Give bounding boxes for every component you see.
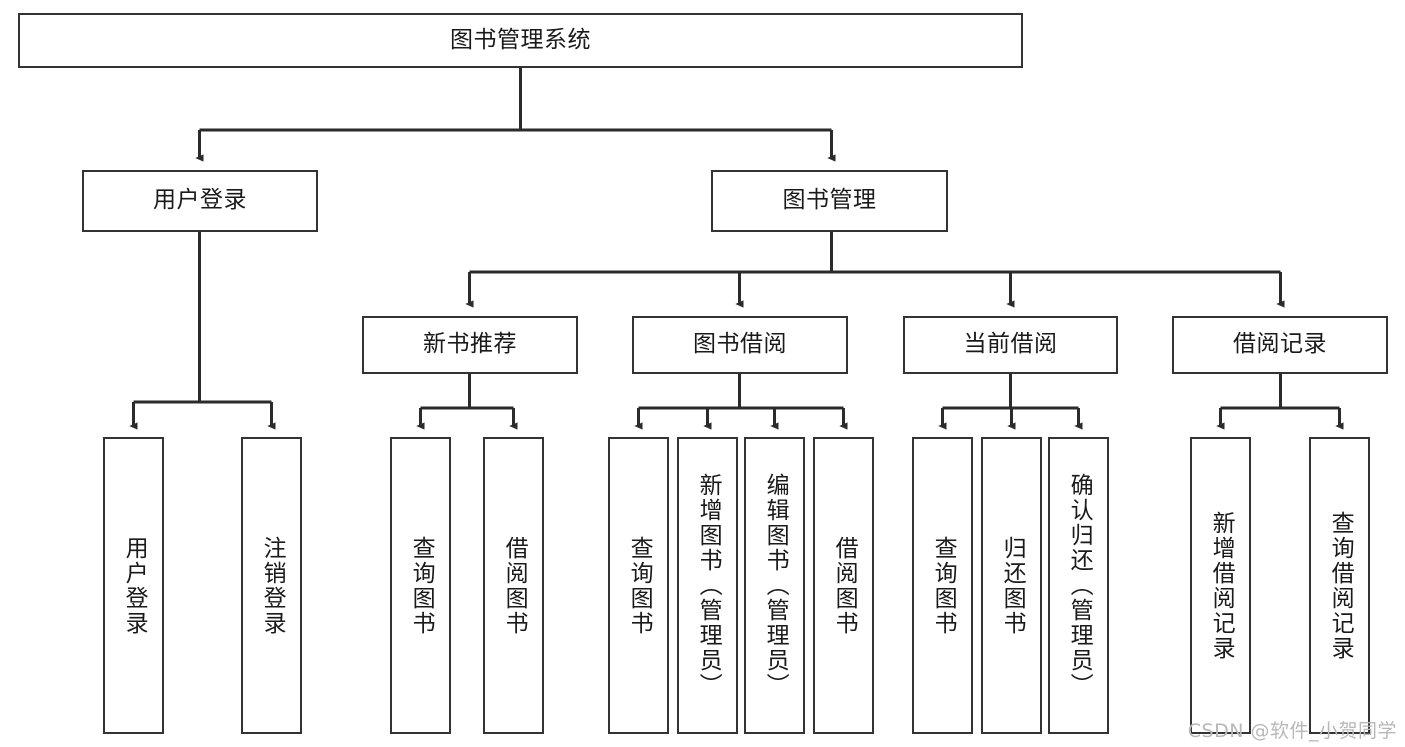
- node-leaf-add-borrow-record-label: 新增借阅记录: [1208, 510, 1235, 661]
- node-leaf-add-borrow-record[interactable]: 新增借阅记录: [1190, 437, 1251, 734]
- node-book-manage-label: 图书管理: [782, 187, 877, 214]
- node-new-book-recommend-label: 新书推荐: [423, 331, 517, 358]
- node-borrow-record[interactable]: 借阅记录: [1172, 316, 1388, 374]
- node-leaf-return-book-label: 归还图书: [999, 535, 1026, 636]
- node-leaf-logout-label: 注销登录: [259, 535, 286, 636]
- node-current-borrow[interactable]: 当前借阅: [903, 316, 1118, 374]
- node-new-book-recommend[interactable]: 新书推荐: [362, 316, 578, 374]
- node-leaf-borrow-book-rec-label: 借阅图书: [501, 535, 528, 636]
- node-leaf-query-book-current[interactable]: 查询图书: [912, 437, 973, 734]
- node-leaf-user-login-label: 用户登录: [121, 535, 148, 636]
- node-borrow-record-label: 借阅记录: [1233, 331, 1327, 358]
- node-root[interactable]: 图书管理系统: [18, 13, 1023, 68]
- node-leaf-borrow-book-label: 借阅图书: [831, 535, 858, 636]
- node-leaf-add-book-admin[interactable]: 新增图书（管理员）: [677, 437, 738, 734]
- node-leaf-borrow-book-rec[interactable]: 借阅图书: [483, 437, 544, 734]
- node-leaf-query-book-current-label: 查询图书: [930, 535, 957, 636]
- node-leaf-add-book-admin-label: 新增图书（管理员）: [695, 473, 722, 698]
- node-leaf-edit-book-admin-label: 编辑图书（管理员）: [762, 473, 789, 698]
- node-leaf-logout[interactable]: 注销登录: [241, 437, 302, 734]
- node-leaf-return-book[interactable]: 归还图书: [981, 437, 1042, 734]
- node-user-login[interactable]: 用户登录: [82, 170, 318, 232]
- node-leaf-confirm-return-admin[interactable]: 确认归还（管理员）: [1048, 437, 1109, 734]
- node-current-borrow-label: 当前借阅: [963, 331, 1058, 358]
- node-leaf-query-book-borrow[interactable]: 查询图书: [608, 437, 669, 734]
- node-book-manage[interactable]: 图书管理: [711, 170, 948, 232]
- node-leaf-query-borrow-record-label: 查询借阅记录: [1327, 510, 1354, 661]
- node-user-login-label: 用户登录: [153, 187, 247, 214]
- node-leaf-query-book-rec[interactable]: 查询图书: [390, 437, 451, 734]
- node-leaf-confirm-return-admin-label: 确认归还（管理员）: [1066, 473, 1093, 698]
- node-leaf-edit-book-admin[interactable]: 编辑图书（管理员）: [744, 437, 805, 734]
- node-leaf-query-book-rec-label: 查询图书: [408, 535, 435, 636]
- node-leaf-user-login[interactable]: 用户登录: [103, 437, 164, 734]
- node-book-borrow[interactable]: 图书借阅: [632, 316, 848, 374]
- node-leaf-borrow-book[interactable]: 借阅图书: [813, 437, 874, 734]
- node-root-label: 图书管理系统: [450, 26, 591, 53]
- csdn-watermark: CSDN @软件_小贺同学: [1187, 720, 1397, 742]
- node-leaf-query-borrow-record[interactable]: 查询借阅记录: [1309, 437, 1370, 734]
- node-book-borrow-label: 图书借阅: [693, 331, 787, 358]
- node-leaf-query-book-borrow-label: 查询图书: [626, 535, 653, 636]
